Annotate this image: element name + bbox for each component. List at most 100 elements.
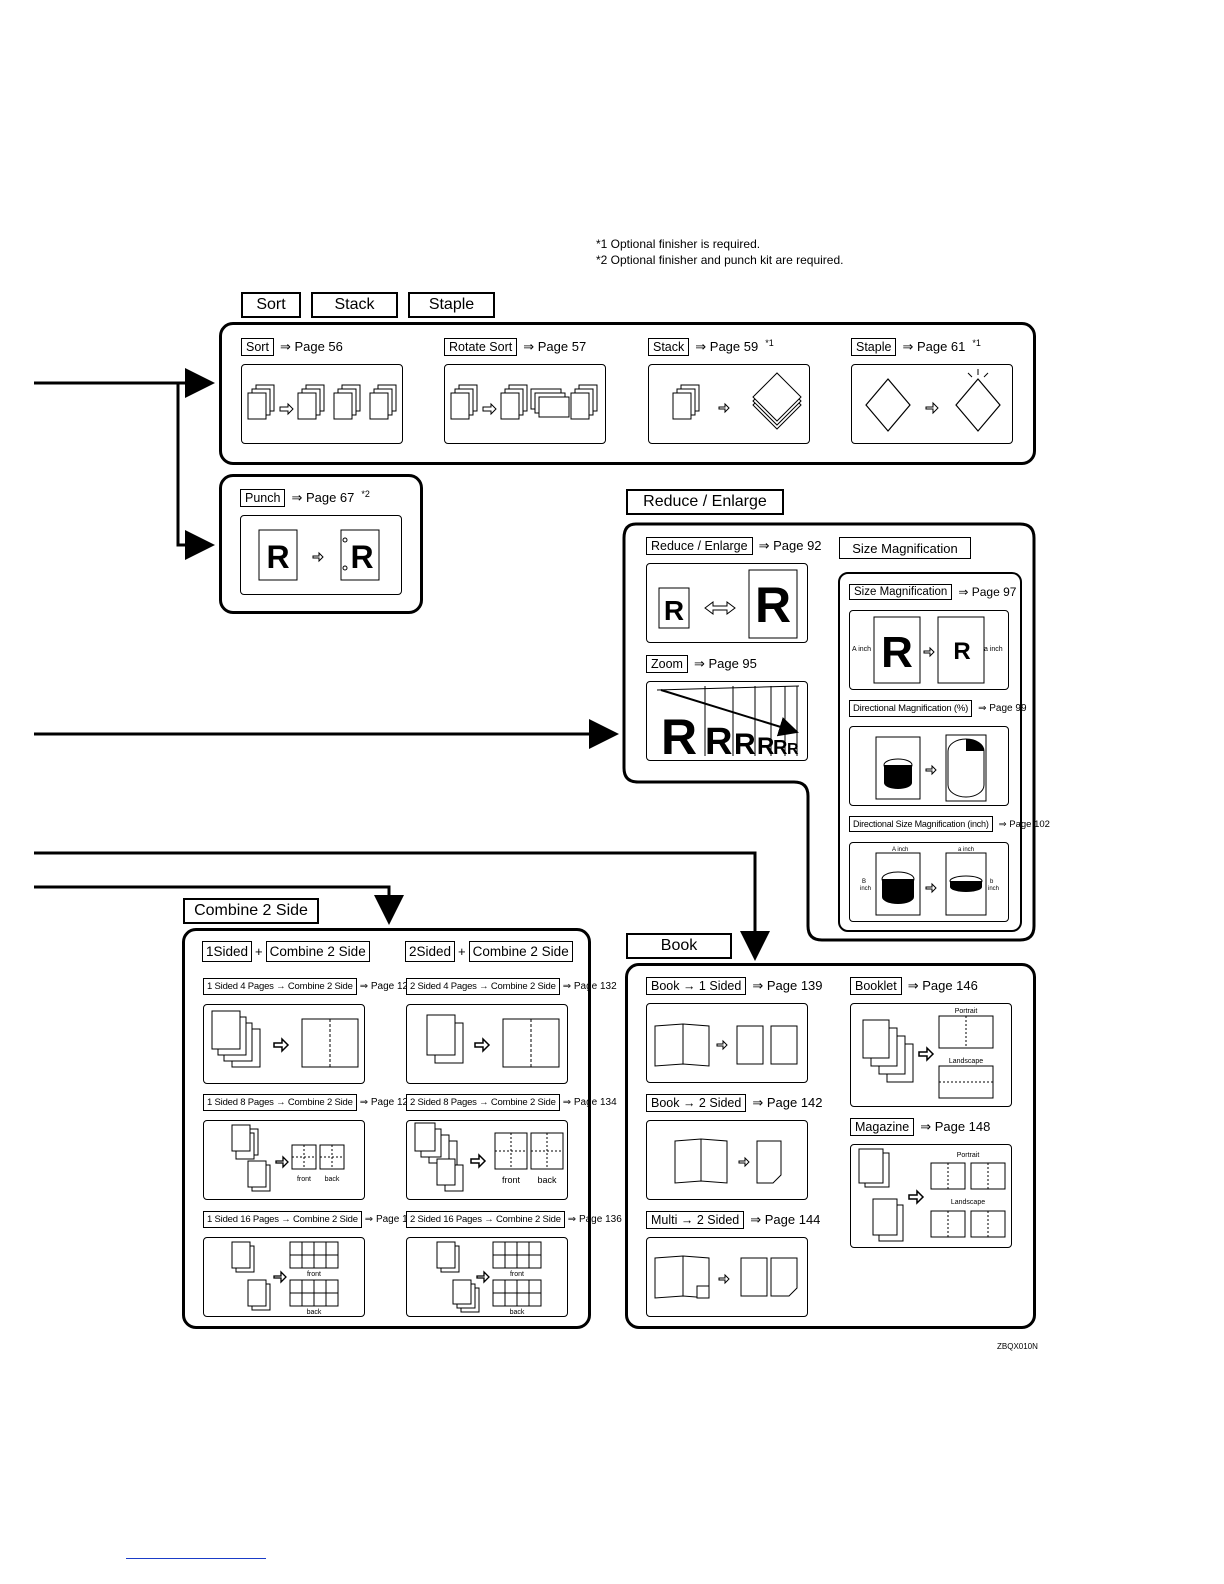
s2-16-label: 2 Sided 16 Pages → Combine 2 Side <box>406 1211 565 1228</box>
s2-16-illustration: front back <box>406 1237 568 1317</box>
svg-text:front: front <box>307 1271 321 1278</box>
two-sided-label: 2Sided <box>405 941 456 962</box>
staple-note: *1 <box>972 338 981 348</box>
zoom-illustration: R R R R R R <box>646 681 808 765</box>
magazine-caption: Magazine ⇒ Page 148 <box>850 1118 990 1136</box>
s2-16-page: ⇒ Page 136 <box>567 1214 622 1225</box>
book-2-sided-caption: Book → 2 Sided ⇒ Page 142 <box>646 1094 823 1112</box>
directional-magnification-illustration <box>849 726 1009 806</box>
punch-illustration: R R <box>240 515 402 595</box>
plus-sign: + <box>255 944 263 959</box>
directional-magnification-page: ⇒ Page 99 <box>978 703 1027 714</box>
s1-16-label: 1 Sided 16 Pages → Combine 2 Side <box>203 1211 362 1228</box>
directional-magnification-caption: Directional Magnification (%) ⇒ Page 99 <box>849 700 1027 717</box>
size-magnification-illustration: R R A inch a inch <box>849 610 1009 690</box>
directional-size-magnification-illustration: A inch a inch B inch b inch <box>849 842 1009 922</box>
footer-rule <box>126 1558 266 1559</box>
s1-16-icon: front back <box>231 1241 339 1316</box>
reduce-enlarge-label: Reduce / Enlarge <box>646 537 753 555</box>
book-2-sided-page: ⇒ Page 142 <box>752 1095 823 1110</box>
svg-text:B: B <box>862 879 866 885</box>
stack-illustration <box>648 364 810 444</box>
svg-text:R: R <box>773 737 788 759</box>
s1-4-caption: 1 Sided 4 Pages → Combine 2 Side ⇒ Page … <box>203 978 414 995</box>
figure-code: ZBQX010N <box>997 1342 1038 1351</box>
book-1-sided-label: Book → 1 Sided <box>646 977 747 995</box>
s1-8-icon: front back <box>231 1124 345 1192</box>
magazine-page: ⇒ Page 148 <box>920 1119 991 1134</box>
svg-text:inch: inch <box>988 886 999 892</box>
s2-16-icon: front back <box>436 1241 542 1316</box>
directional-size-magnification-icon: A inch a inch B inch b inch <box>860 847 999 916</box>
reduce-enlarge-panel <box>622 522 1036 942</box>
s2-4-page: ⇒ Page 132 <box>562 981 617 992</box>
sort-page: ⇒ Page 56 <box>279 339 343 354</box>
footnote-1: *1 Optional finisher is required. <box>596 237 761 251</box>
s2-4-illustration <box>406 1004 568 1084</box>
multi-2-sided-illustration <box>646 1237 808 1317</box>
stack-page: ⇒ Page 59 <box>695 339 759 354</box>
book-2-sided-label: Book → 2 Sided <box>646 1094 747 1112</box>
finishing-panel <box>219 322 1036 465</box>
s2-8-icon: front back <box>414 1122 564 1192</box>
reduce-enlarge-illustration: R R <box>646 563 808 643</box>
s1-4-illustration <box>203 1004 365 1084</box>
directional-size-magnification-label: Directional Size Magnification (inch) <box>849 816 993 832</box>
s2-8-illustration: front back <box>406 1120 568 1200</box>
zoom-page: ⇒ Page 95 <box>693 656 757 671</box>
s1-4-icon <box>211 1010 359 1068</box>
multi-2-sided-icon <box>654 1255 798 1299</box>
svg-text:Portrait: Portrait <box>955 1008 978 1015</box>
booklet-illustration: Portrait Landscape <box>850 1003 1012 1107</box>
zoom-icon: R R R R R R <box>656 685 800 765</box>
size-magnification-panel <box>838 572 1022 932</box>
magazine-icon: Portrait Landscape <box>858 1148 1006 1242</box>
svg-text:R: R <box>661 709 697 760</box>
svg-text:R: R <box>734 728 756 760</box>
svg-text:Landscape: Landscape <box>949 1058 983 1065</box>
directional-magnification-icon <box>875 734 987 802</box>
svg-text:front: front <box>510 1271 524 1278</box>
combine-2sided-header: 2Sided + Combine 2 Side <box>405 941 573 962</box>
s2-4-caption: 2 Sided 4 Pages → Combine 2 Side ⇒ Page … <box>406 978 617 995</box>
reduce-enlarge-caption: Reduce / Enlarge ⇒ Page 92 <box>646 537 822 555</box>
rotate-sort-pages-icon <box>450 384 598 420</box>
sort-illustration <box>241 364 403 444</box>
s1-8-caption: 1 Sided 8 Pages → Combine 2 Side ⇒ Page … <box>203 1094 414 1111</box>
punch-letter-before: R <box>266 539 289 575</box>
s1-8-illustration: front back <box>203 1120 365 1200</box>
s1-16-caption: 1 Sided 16 Pages → Combine 2 Side ⇒ Page… <box>203 1211 419 1228</box>
directional-magnification-label: Directional Magnification (%) <box>849 700 973 717</box>
staple-label: Staple <box>851 338 897 356</box>
svg-text:back: back <box>510 1309 525 1316</box>
punch-pages-icon: R R <box>258 529 380 581</box>
punch-label: Punch <box>240 489 286 507</box>
size-magnification-icon: R R A inch a inch <box>852 616 1003 684</box>
svg-text:a inch: a inch <box>984 646 1003 653</box>
sort-pages-icon <box>247 384 397 420</box>
s2-8-page: ⇒ Page 134 <box>562 1097 617 1108</box>
svg-text:A inch: A inch <box>852 646 871 653</box>
rotate-sort-caption: Rotate Sort ⇒ Page 57 <box>444 338 586 356</box>
s2-4-icon <box>426 1014 560 1068</box>
svg-text:a inch: a inch <box>958 847 974 853</box>
size-magnification-caption: Size Magnification ⇒ Page 97 <box>849 584 1016 600</box>
sort-label: Sort <box>241 338 274 356</box>
svg-text:R: R <box>953 638 970 665</box>
combine-panel <box>182 928 591 1329</box>
book-panel <box>625 963 1036 1329</box>
svg-text:R: R <box>664 595 684 626</box>
footnotes: *1 Optional finisher is required. *2 Opt… <box>596 236 843 268</box>
s1-4-label: 1 Sided 4 Pages → Combine 2 Side <box>203 978 357 995</box>
booklet-caption: Booklet ⇒ Page 146 <box>850 977 978 995</box>
s1-8-page: ⇒ Page 123 <box>359 1097 414 1108</box>
booklet-label: Booklet <box>850 977 902 995</box>
s2-16-caption: 2 Sided 16 Pages → Combine 2 Side ⇒ Page… <box>406 1211 622 1228</box>
stack-label: Stack <box>648 338 690 356</box>
svg-text:R: R <box>705 721 732 760</box>
svg-text:back: back <box>325 1176 340 1183</box>
directional-size-magnification-page: ⇒ Page 102 <box>998 818 1050 830</box>
punch-note: *2 <box>361 489 370 499</box>
book-1-sided-illustration <box>646 1003 808 1083</box>
staple-pages-icon <box>865 369 1001 432</box>
